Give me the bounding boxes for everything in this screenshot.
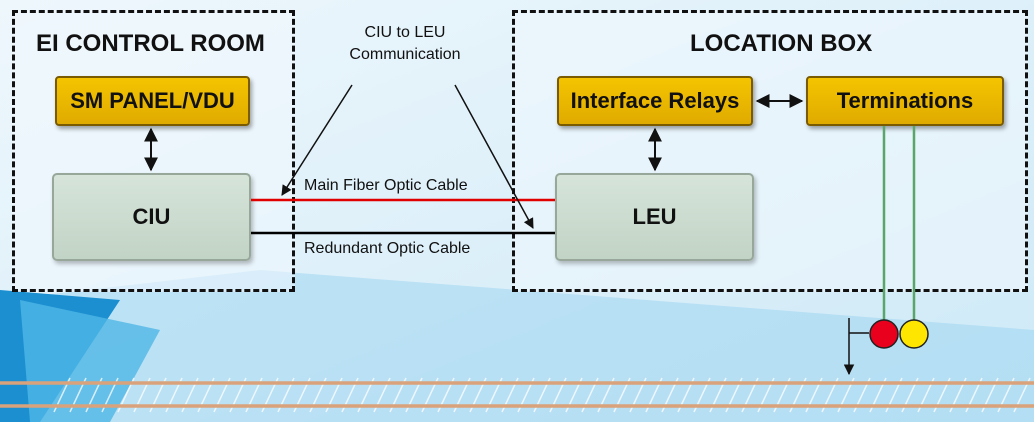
leu-box: LEU [555,173,754,261]
callout-line-2: Communication [349,46,461,63]
ciu-box: CIU [52,173,251,261]
location-box-title: LOCATION BOX [690,30,873,57]
terminations-box: Terminations [806,76,1004,126]
redundant-cable-label: Redundant Optic Cable [304,240,471,257]
interface-relays-box: Interface Relays [557,76,753,126]
callout-pointer-leu [454,84,534,229]
main-cable-label: Main Fiber Optic Cable [304,177,468,194]
callout-line-1: CIU to LEU [364,24,446,41]
signal-red-light [869,319,899,349]
ei-control-room-title: EI CONTROL ROOM [36,30,265,57]
callout-pointer-ciu [281,84,353,196]
signal-yellow-light [899,319,929,349]
sm-panel-vdu-box: SM PANEL/VDU [55,76,250,126]
